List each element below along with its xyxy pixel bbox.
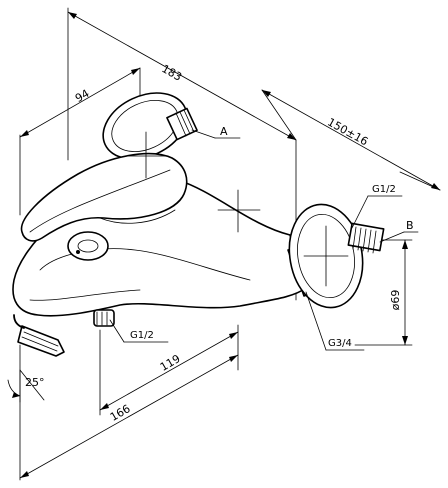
dimension-183-label: 183 bbox=[159, 62, 184, 84]
dimension-150-label: 150±16 bbox=[325, 116, 370, 149]
spout-aerator bbox=[13, 314, 65, 357]
rear-inlet-nipple bbox=[166, 107, 198, 141]
dimension-94: 94 bbox=[19, 67, 141, 138]
thread-g34-label: G3/4 bbox=[328, 338, 352, 349]
dimension-150: 150±16 bbox=[261, 89, 441, 191]
rear-flange bbox=[102, 92, 188, 160]
callout-g12-top: G1/2 bbox=[351, 184, 403, 229]
callout-b-label: B bbox=[406, 219, 414, 232]
dimension-94-label: 94 bbox=[73, 87, 92, 105]
callout-b: B bbox=[379, 219, 419, 243]
mixer-handle bbox=[20, 152, 188, 242]
right-inlet-nipple bbox=[347, 222, 385, 254]
center-mark-body bbox=[217, 189, 261, 233]
lower-outlet-stub bbox=[93, 309, 115, 327]
dimension-69-label: ø69 bbox=[389, 290, 402, 311]
dimension-166: 166 bbox=[19, 354, 239, 479]
extension-lines bbox=[19, 7, 441, 481]
callout-g34: G3/4 bbox=[305, 291, 365, 351]
front-flange bbox=[288, 203, 364, 309]
center-mark-handle bbox=[125, 131, 169, 179]
swivel-angle: 25° bbox=[7, 369, 45, 403]
dimension-166-label: 166 bbox=[108, 402, 133, 424]
thread-g12-top-label: G1/2 bbox=[372, 184, 396, 195]
thread-g12-bottom-label: G1/2 bbox=[130, 330, 154, 341]
callout-g12-bottom: G1/2 bbox=[109, 319, 169, 343]
dimension-69: ø69 bbox=[389, 239, 408, 346]
angle-25-label: 25° bbox=[25, 376, 45, 389]
callout-a-label: A bbox=[220, 125, 228, 138]
handle-cartridge bbox=[67, 231, 109, 261]
callout-a: A bbox=[191, 125, 241, 139]
dimension-119: 119 bbox=[99, 331, 239, 411]
